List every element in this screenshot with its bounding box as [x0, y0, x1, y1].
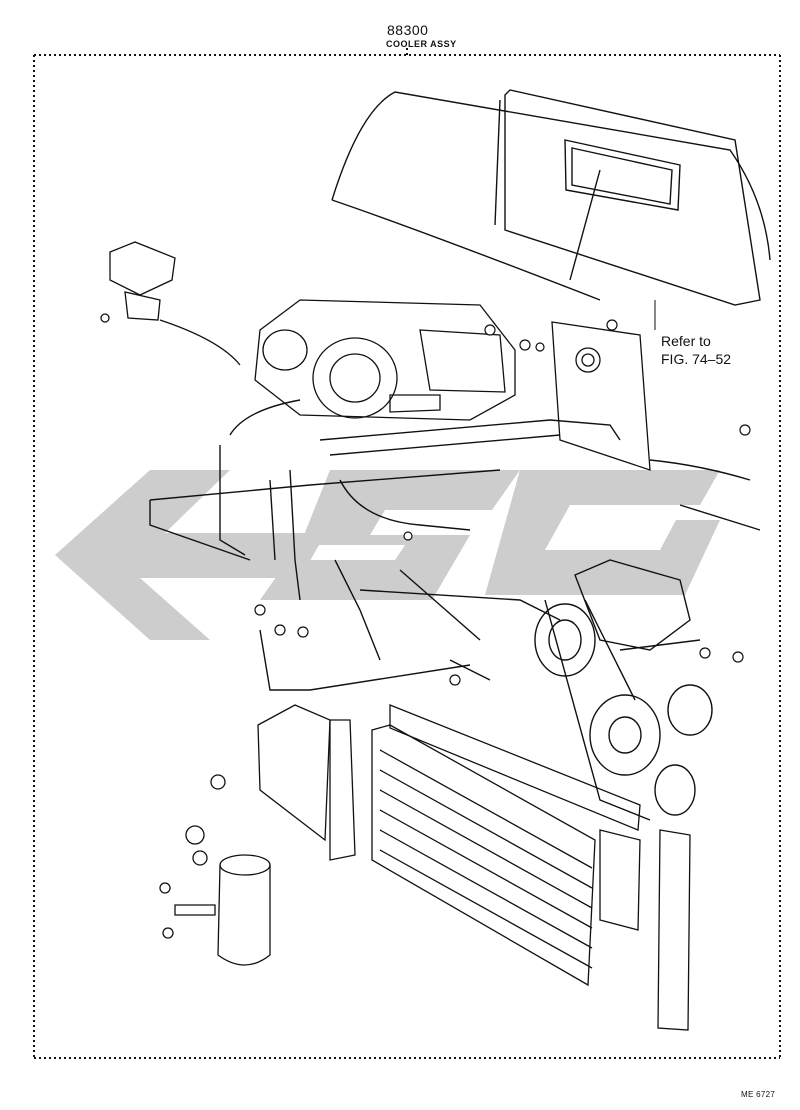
refer-line-1: Refer to: [661, 333, 711, 349]
condenser: [257, 704, 691, 1031]
fasteners: [254, 319, 751, 686]
mounting-bracket: [551, 321, 651, 471]
figure-code: ME 6727: [741, 1090, 776, 1099]
refrigerant-lines: [149, 399, 761, 691]
compressor: [534, 559, 713, 821]
receiver-dryer: [159, 774, 271, 966]
refer-callout: Refer to FIG. 74–52: [661, 332, 731, 368]
refer-line-2: FIG. 74–52: [661, 351, 732, 367]
part-name: COOLER ASSY: [386, 39, 457, 49]
windshield-outline: [331, 89, 771, 306]
watermark-logo: [55, 470, 720, 640]
switch-box: [100, 241, 241, 366]
part-number: 88300: [387, 22, 429, 38]
blower-unit: [254, 299, 516, 421]
dotted-frame: [33, 48, 781, 1059]
